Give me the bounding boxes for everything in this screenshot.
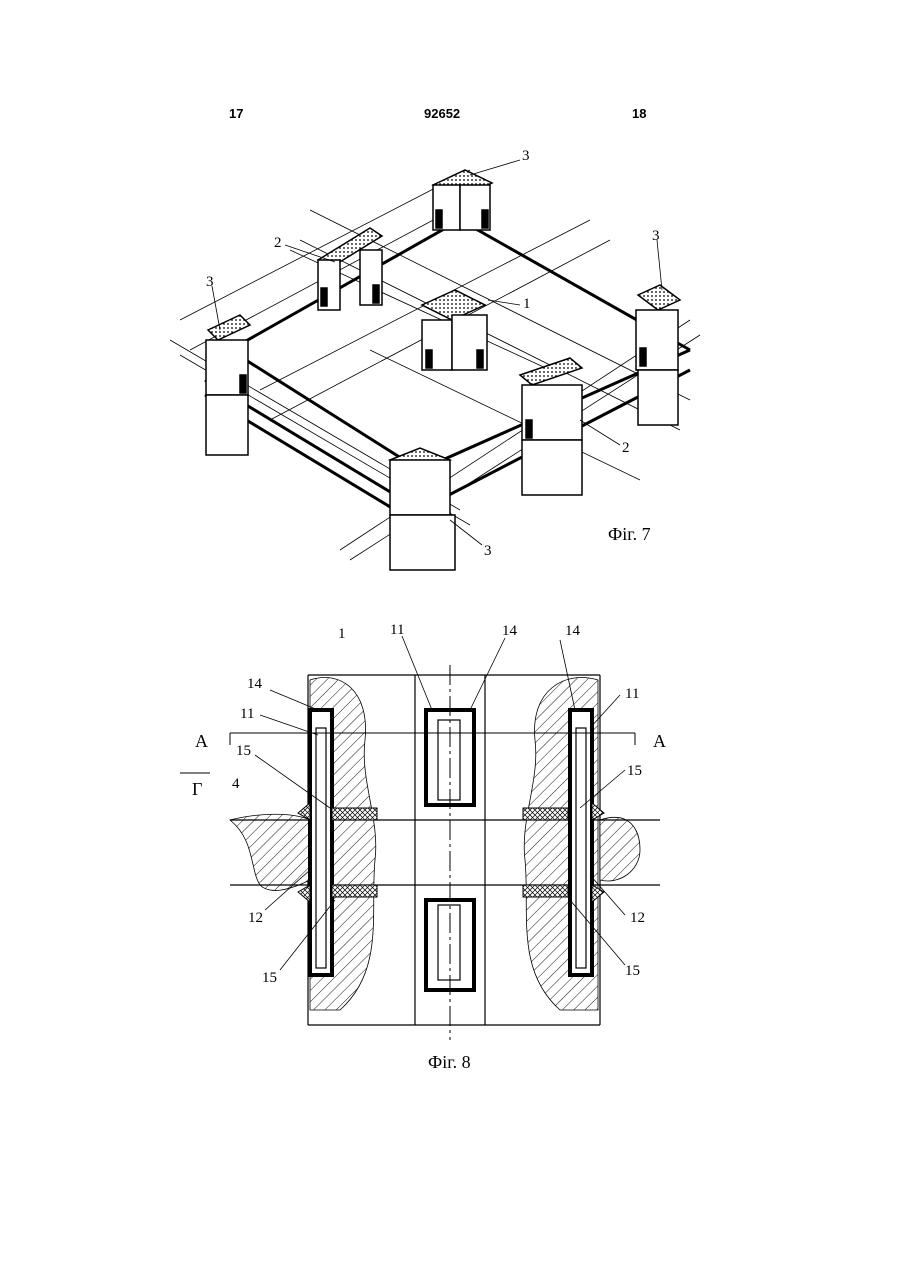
label-3-top: 3 xyxy=(522,150,530,164)
page-number-left: 17 xyxy=(229,106,243,121)
column-corner-right xyxy=(636,285,680,425)
label-4: 4 xyxy=(232,776,240,792)
page-number-right: 18 xyxy=(632,106,646,121)
label-11-right: 11 xyxy=(625,686,639,702)
column-cross-center xyxy=(422,290,487,370)
label-3-left: 3 xyxy=(206,274,214,290)
figure-8-caption: Фіг. 8 xyxy=(428,1052,471,1072)
label-14-left: 14 xyxy=(247,676,263,692)
label-15-left-top: 15 xyxy=(236,743,251,759)
label-2-left: 2 xyxy=(274,235,282,251)
label-14-right: 14 xyxy=(565,623,581,639)
label-11-top: 11 xyxy=(390,622,404,638)
label-2-right: 2 xyxy=(622,440,630,456)
column-corner-bottom xyxy=(390,448,455,570)
label-3-right: 3 xyxy=(652,228,660,244)
figure-8-joint-section: 1 11 14 14 14 11 11 A A 15 15 Г 4 12 12 … xyxy=(170,610,690,1090)
label-11-left: 11 xyxy=(240,706,254,722)
figure-7-caption: Фіг. 7 xyxy=(608,524,651,544)
section-a-right: A xyxy=(653,731,666,751)
column-corner-left xyxy=(206,315,250,455)
concrete-fill-beam-left xyxy=(230,814,310,890)
label-14-center: 14 xyxy=(502,623,518,639)
figure-7-isometric-frame: 3 2 1 3 3 2 3 Фіг. 7 xyxy=(170,150,710,580)
column-cross-right xyxy=(520,358,582,495)
label-15-left-bottom: 15 xyxy=(262,970,277,986)
column-corner-top xyxy=(433,170,492,230)
columns xyxy=(206,170,680,570)
label-12-left: 12 xyxy=(248,910,263,926)
concrete-fill-beam-right xyxy=(600,817,640,881)
label-3-bottom: 3 xyxy=(484,543,492,559)
label-15-right-bottom: 15 xyxy=(625,963,640,979)
label-15-right-top: 15 xyxy=(627,763,642,779)
label-1: 1 xyxy=(338,626,346,642)
column-cross-left xyxy=(318,228,382,310)
section-a-left: A xyxy=(195,731,208,751)
arrow-g-label: Г xyxy=(192,779,202,799)
label-1: 1 xyxy=(523,296,531,312)
label-12-right: 12 xyxy=(630,910,645,926)
patent-number: 92652 xyxy=(424,106,460,121)
